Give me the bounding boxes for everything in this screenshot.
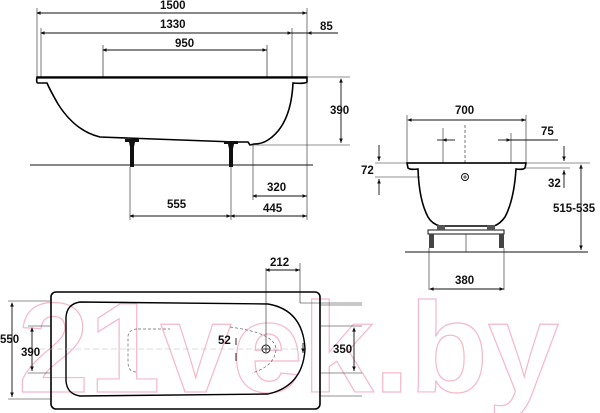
dim-overflow-drop: 32	[548, 178, 561, 190]
dim-rim-right: 85	[320, 21, 333, 33]
dim-depth: 390	[330, 105, 349, 117]
dim-inner-length: 1330	[160, 19, 186, 31]
dim-inner-width-left: 390	[21, 347, 40, 359]
dim-rim-height: 72	[361, 165, 374, 177]
dim-height-range: 515-535	[553, 203, 596, 215]
dim-drain-diameter: 52	[218, 335, 231, 347]
watermark-text: 21vek.by	[18, 277, 559, 413]
dim-outer-width: 550	[0, 334, 19, 346]
dim-bottom-length: 950	[175, 38, 194, 50]
dim-overflow-offset: 75	[541, 126, 554, 138]
watermark: 21vek.by	[17, 276, 559, 413]
dim-top-drain-offset: 212	[270, 257, 289, 269]
side-view: 1500 1330 85 950 390 320 445	[30, 0, 350, 220]
top-view: 212 52 550 390 350	[0, 257, 362, 410]
dim-leg-offset: 445	[263, 203, 283, 215]
dim-width: 700	[455, 105, 474, 117]
dim-overall-length: 1500	[160, 0, 186, 12]
dim-leg-spacing: 555	[167, 199, 187, 211]
end-view: 700 75 72 32	[361, 105, 596, 291]
dim-drain-offset: 320	[267, 182, 286, 194]
dim-leg-width: 380	[455, 275, 474, 287]
dim-inner-width-right: 350	[333, 344, 352, 356]
